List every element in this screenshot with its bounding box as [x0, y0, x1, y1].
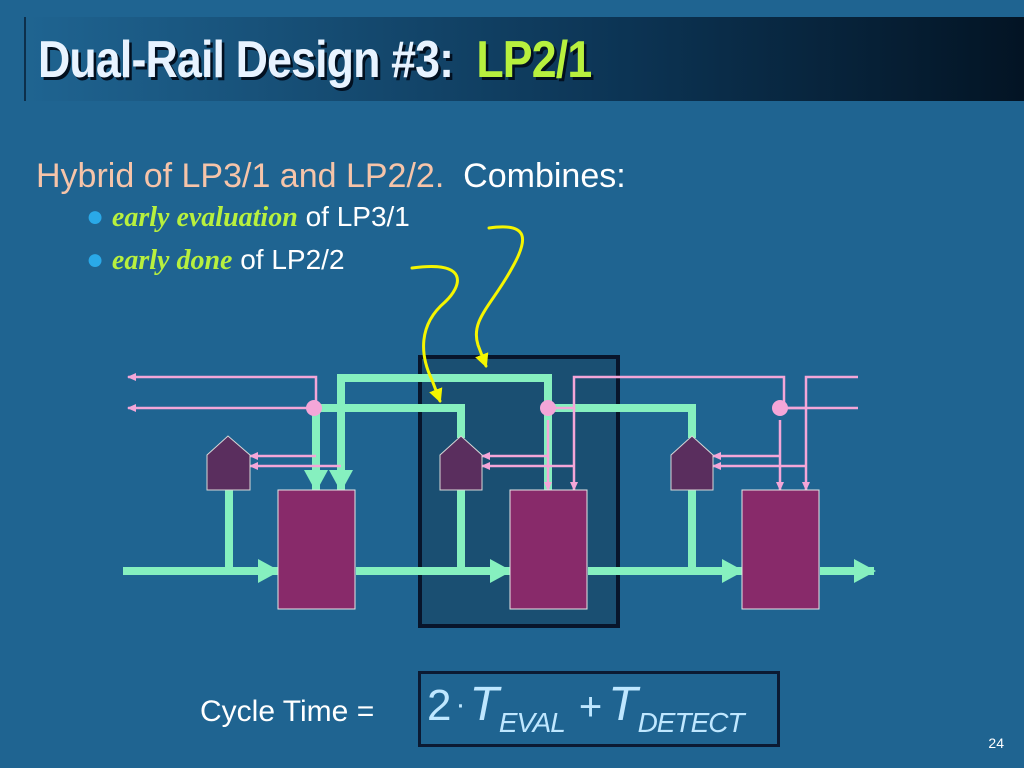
- intro-combines: Combines:: [463, 157, 626, 195]
- junction-dot-2: [540, 400, 556, 416]
- detector-3: [670, 435, 714, 491]
- junction-dot-1: [306, 400, 322, 416]
- callout-early-done: [410, 265, 459, 403]
- formula-symbol-2: T: [608, 678, 638, 731]
- formula-dot: ·: [455, 688, 466, 721]
- detector-2: [439, 435, 483, 491]
- formula-coefficient: 2: [427, 681, 452, 730]
- intro-hybrid: Hybrid of LP3/1 and LP2/2.: [36, 157, 445, 195]
- bullet-2-emphasis: early done: [111, 245, 233, 276]
- slide-title: Dual-Rail Design #3: LP2/1: [38, 30, 592, 90]
- title-bar: [26, 17, 1024, 101]
- bullet-dot-icon: ●: [86, 200, 105, 233]
- bullet-2-rest: of LP2/2: [240, 244, 345, 275]
- ctrl-3-to-2: [780, 375, 858, 410]
- cycle-time-label: Cycle Time =: [200, 695, 375, 728]
- cycle-time-formula: 2·TEVAL+TDETECT: [427, 677, 745, 738]
- block-2: [509, 489, 588, 610]
- formula-sub-1: EVAL: [498, 707, 566, 738]
- intro-line: Hybrid of LP3/1 and LP2/2. Combines:: [36, 157, 626, 196]
- title-main: Dual-Rail Design #3:: [38, 31, 454, 89]
- junction-dot-3: [772, 400, 788, 416]
- callout-early-evaluation: [474, 225, 525, 368]
- bullet-dot-icon: ●: [86, 243, 105, 276]
- ctrl-2-to-1: [548, 375, 786, 410]
- block-1: [277, 489, 356, 610]
- bullet-early-evaluation: ● early evaluation of LP3/1: [86, 200, 410, 234]
- bullet-1-rest: of LP3/1: [305, 201, 410, 232]
- formula-plus: +: [578, 685, 603, 729]
- ack-out-1: [127, 373, 318, 408]
- bullet-1-emphasis: early evaluation: [111, 202, 298, 233]
- block-3: [741, 489, 820, 610]
- formula-sub-2: DETECT: [637, 707, 745, 738]
- feedback-stage-3: [548, 404, 696, 438]
- detector-1: [206, 435, 251, 491]
- page-number: 24: [988, 735, 1004, 751]
- feedback-early-done: [304, 404, 465, 492]
- formula-symbol-1: T: [469, 678, 499, 731]
- formula-box: [418, 671, 780, 747]
- title-accent: LP2/1: [476, 31, 592, 89]
- bullet-early-done: ● early done of LP2/2: [86, 243, 345, 277]
